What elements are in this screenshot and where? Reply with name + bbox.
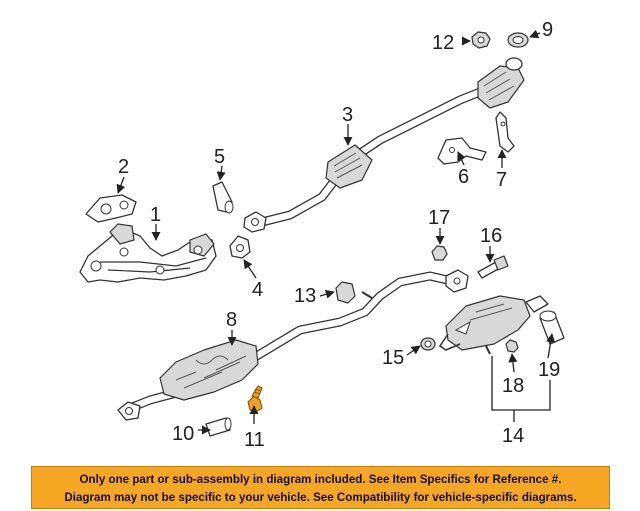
callout-16: 16 bbox=[480, 225, 502, 247]
callout-7: 7 bbox=[496, 169, 507, 191]
muffler-assembly bbox=[438, 295, 549, 355]
part-11-bolt-highlighted bbox=[247, 385, 263, 413]
callout-12: 12 bbox=[432, 32, 454, 54]
part-10-sleeve bbox=[205, 417, 232, 437]
part-2-gasket bbox=[85, 194, 137, 223]
callout-15: 15 bbox=[382, 347, 404, 369]
part-13-hanger bbox=[335, 281, 356, 304]
callout-11: 11 bbox=[244, 429, 265, 451]
part-17-nut bbox=[431, 245, 448, 261]
part-18-nut bbox=[505, 339, 519, 353]
part-9-gasket bbox=[507, 32, 529, 48]
exhaust-parts-diagram: 12 9 3 2 1 5 4 6 7 17 16 13 8 15 18 19 1… bbox=[79, 19, 565, 451]
callout-14: 14 bbox=[502, 425, 524, 447]
part-19-tail-pipe bbox=[539, 310, 565, 345]
callout-6: 6 bbox=[458, 166, 469, 188]
callout-10: 10 bbox=[172, 423, 194, 445]
part-1-manifold bbox=[79, 223, 217, 283]
callout-17: 17 bbox=[428, 207, 450, 229]
part-12-nut bbox=[471, 31, 491, 49]
disclaimer-line-2: Diagram may not be specific to your vehi… bbox=[64, 491, 577, 504]
part-5-connector bbox=[212, 181, 234, 214]
callout-2: 2 bbox=[118, 156, 129, 178]
part-4-gasket bbox=[229, 235, 251, 259]
callout-3: 3 bbox=[342, 104, 353, 126]
callout-4: 4 bbox=[252, 279, 263, 301]
callout-8: 8 bbox=[226, 309, 237, 331]
callout-labels: 12 9 3 2 1 5 4 6 7 17 16 13 8 15 18 19 1… bbox=[118, 19, 560, 451]
part-3-front-pipe bbox=[243, 57, 525, 233]
part-8-center-pipe bbox=[117, 269, 469, 421]
callout-9: 9 bbox=[542, 19, 553, 41]
callout-13: 13 bbox=[294, 285, 316, 307]
callout-18: 18 bbox=[502, 375, 524, 397]
part-6-bracket bbox=[437, 137, 487, 165]
part-15-grommet bbox=[420, 337, 436, 351]
disclaimer-line-1: Only one part or sub-assembly in diagram… bbox=[79, 473, 562, 486]
part-7-bracket bbox=[495, 111, 515, 153]
callout-19: 19 bbox=[538, 359, 560, 381]
disclaimer-banner: Only one part or sub-assembly in diagram… bbox=[31, 466, 610, 509]
callout-1: 1 bbox=[150, 204, 161, 226]
part-16-bolt bbox=[477, 255, 509, 279]
callout-5: 5 bbox=[214, 146, 225, 168]
leader-lines bbox=[116, 29, 556, 435]
